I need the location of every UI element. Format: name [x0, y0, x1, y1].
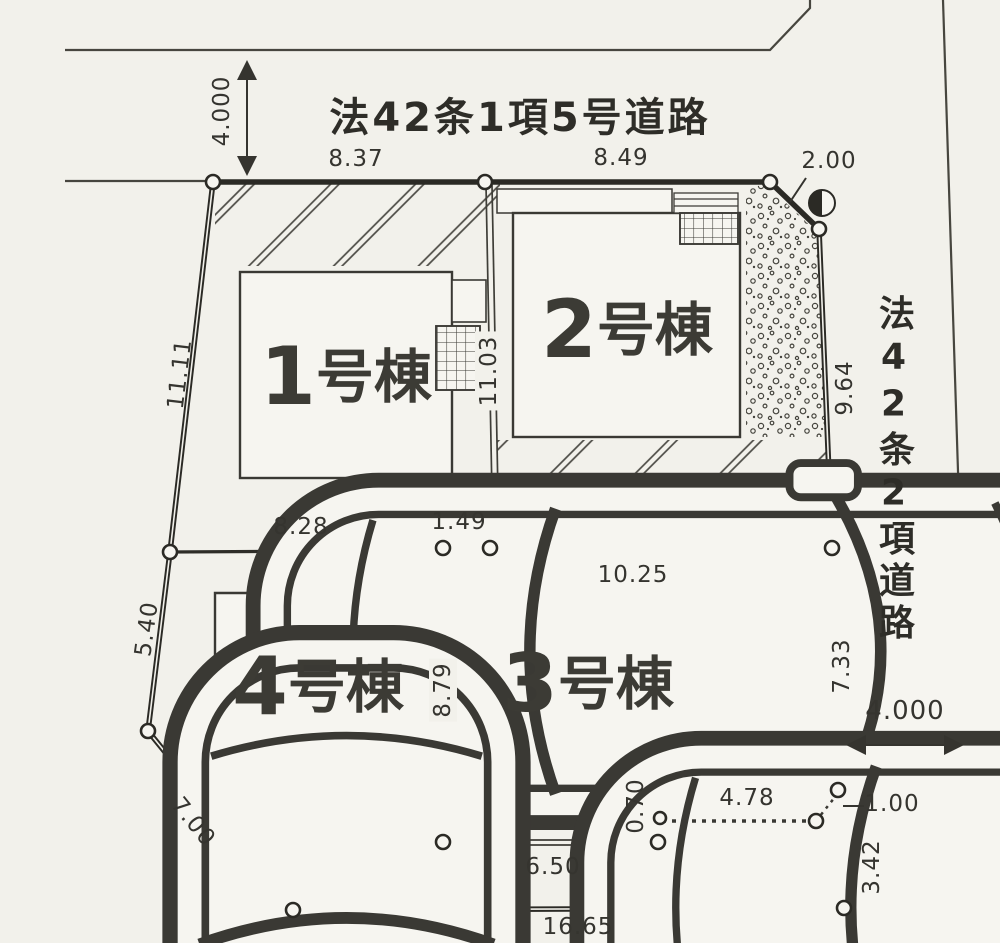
survey-point-icon	[434, 833, 452, 851]
building-1-annex	[451, 279, 487, 323]
building-2-number: 2	[541, 283, 597, 376]
building-4-suffix: 号棟	[287, 653, 404, 721]
survey-point-icon	[284, 901, 302, 919]
survey-point-icon	[652, 810, 668, 826]
building-3-number: 3	[502, 637, 558, 730]
benchmark-icon	[808, 189, 836, 217]
dim-corner-cut: 2.00	[801, 148, 857, 174]
dim-right-lower: 3.42	[859, 839, 885, 895]
road-label-top: 法42条1項5号道路	[329, 95, 711, 141]
steps	[673, 192, 739, 214]
survey-point-icon	[476, 173, 494, 191]
dim-offset-right: 1.00	[864, 791, 920, 817]
dim-lot3-bottom: 6.50	[525, 854, 581, 880]
survey-point-icon	[139, 722, 157, 740]
survey-point-icon	[823, 539, 841, 557]
survey-point-icon	[649, 833, 667, 851]
dim-lot34-depth: 8.79	[429, 658, 457, 722]
building-2-eaves	[496, 188, 673, 214]
dim-bottom: 16.65	[542, 914, 614, 940]
dim-front-left: 8.37	[328, 146, 384, 172]
dim-front-right: 8.49	[593, 145, 649, 171]
dim-mid-gap: 1.49	[431, 509, 487, 535]
survey-point-icon	[761, 173, 779, 191]
dim-road-right-width: 4.000	[865, 696, 945, 726]
survey-point-icon	[434, 539, 452, 557]
dim-mid-left: 8.28	[273, 514, 329, 540]
building-2-suffix: 号棟	[596, 296, 713, 364]
building-4-number: 4	[232, 640, 288, 733]
dim-parking-dotted: 4.78	[719, 785, 775, 811]
survey-point-icon	[835, 899, 853, 917]
building-1-number: 1	[260, 330, 316, 423]
building-2-outline	[511, 211, 742, 439]
building-1-suffix: 号棟	[315, 343, 432, 411]
dim-road-top-width: 4.000	[209, 75, 235, 147]
survey-point-icon	[807, 812, 825, 830]
survey-point-icon	[810, 220, 828, 238]
dim-right-upper: 9.64	[832, 360, 858, 416]
survey-point-icon	[481, 539, 499, 557]
dimension-arrows	[237, 60, 964, 807]
building-3-suffix: 号棟	[557, 650, 674, 718]
gravel-area	[746, 184, 829, 437]
survey-points	[139, 173, 853, 919]
road-label-right: 法42条2項道路	[873, 294, 914, 646]
dotted-setback-lines	[662, 796, 836, 823]
survey-point-icon	[161, 543, 179, 561]
dim-porch-step: 0.70	[623, 778, 649, 834]
dim-right-middle: 7.33	[829, 638, 855, 694]
survey-point-icon	[204, 173, 222, 191]
dim-lot3-top: 10.25	[597, 562, 669, 588]
survey-point-icon	[829, 781, 847, 799]
dim-lot12-depth: 11.03	[475, 331, 503, 411]
